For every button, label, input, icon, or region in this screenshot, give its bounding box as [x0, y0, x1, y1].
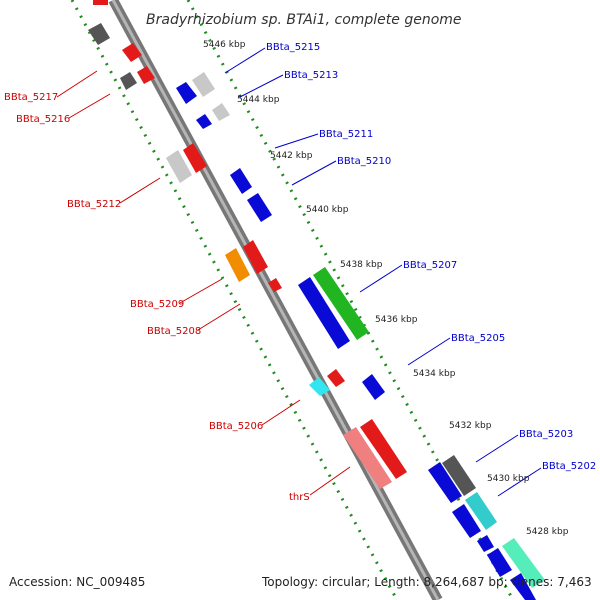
gene-bbta-5206[interactable]: [327, 369, 345, 387]
scale-label: 5430 kbp: [487, 474, 530, 484]
scale-label: 5434 kbp: [413, 369, 456, 379]
scale-label: 5442 kbp: [270, 151, 313, 161]
gene-bbta-5202[interactable]: [465, 492, 497, 530]
gene-bottom-blue-1[interactable]: [487, 548, 512, 577]
gene-red-1[interactable]: [122, 43, 142, 62]
gene-label-bbta-5212[interactable]: BBta_5212: [67, 199, 121, 210]
gene-label-bbta-5206[interactable]: BBta_5206: [209, 421, 263, 432]
forward-leaders: [224, 47, 542, 497]
scale-label: 5428 kbp: [526, 527, 569, 537]
gene-thrs[interactable]: [360, 419, 407, 479]
gene-bbta-5208[interactable]: [268, 278, 282, 292]
gene-bbta-5205[interactable]: [362, 374, 385, 400]
gene-bbta-5209-orange[interactable]: [225, 248, 250, 282]
scale-label: 5440 kbp: [306, 205, 349, 215]
gene-bbta-5206-cyan[interactable]: [309, 377, 330, 396]
gene-label-bbta-5208[interactable]: BBta_5208: [147, 326, 201, 337]
map-title: Bradyrhizobium sp. BTAi1, complete genom…: [146, 12, 462, 28]
gene-small-blue[interactable]: [477, 535, 494, 552]
gene-bbta-5202-blue[interactable]: [452, 504, 481, 538]
gene-label-thrs[interactable]: thrS: [289, 492, 310, 503]
gene-bottom-blue-2[interactable]: [510, 573, 536, 600]
gene-label-bbta-5205[interactable]: BBta_5205: [451, 333, 505, 344]
left-guide-line: [70, 0, 399, 600]
gene-bbta-5207-blue[interactable]: [298, 277, 350, 349]
gene-label-bbta-5216[interactable]: BBta_5216: [16, 114, 70, 125]
gene-red-2[interactable]: [137, 66, 155, 84]
scale-label: 5444 kbp: [237, 95, 280, 105]
right-guide-line: [186, 0, 515, 600]
gene-top-red[interactable]: [93, 0, 108, 5]
gene-label-bbta-5210[interactable]: BBta_5210: [337, 156, 391, 167]
gene-dark-1[interactable]: [88, 23, 110, 45]
gene-label-bbta-5215[interactable]: BBta_5215: [266, 42, 320, 53]
gene-grey-1[interactable]: [192, 72, 215, 97]
scale-label: 5438 kbp: [340, 260, 383, 270]
gene-bbta-5210[interactable]: [247, 193, 272, 222]
gene-bbta-5212[interactable]: [183, 143, 207, 173]
gene-bbta-5209[interactable]: [243, 240, 268, 274]
topology-text: Topology: circular; Length: 8,264,687 bp…: [261, 575, 592, 589]
accession-text: Accession: NC_009485: [9, 575, 145, 589]
scale-label: 5436 kbp: [375, 315, 418, 325]
gene-bbta-5215[interactable]: [176, 82, 197, 104]
gene-thrs-light[interactable]: [343, 427, 392, 489]
gene-label-bbta-5217[interactable]: BBta_5217: [4, 92, 58, 103]
scale-label: 5432 kbp: [449, 421, 492, 431]
gene-bbta-5207[interactable]: [313, 267, 369, 340]
gene-label-bbta-5211[interactable]: BBta_5211: [319, 129, 373, 140]
gene-dark-2[interactable]: [120, 72, 137, 90]
gene-label-bbta-5209[interactable]: BBta_5209: [130, 299, 184, 310]
scale-label: 5446 kbp: [203, 40, 246, 50]
gene-bbta-5203-blue[interactable]: [428, 462, 462, 503]
gene-label-bbta-5207[interactable]: BBta_5207: [403, 260, 457, 271]
gene-bbta-5213[interactable]: [196, 114, 212, 129]
gene-bottom-mint[interactable]: [502, 538, 545, 588]
reverse-leaders: [56, 70, 351, 496]
gene-bbta-5203[interactable]: [442, 455, 476, 496]
gene-bbta-5212-grey[interactable]: [166, 150, 192, 183]
gene-bbta-5211[interactable]: [230, 168, 252, 194]
gene-label-bbta-5202[interactable]: BBta_5202: [542, 461, 596, 472]
gene-label-bbta-5203[interactable]: BBta_5203: [519, 429, 573, 440]
gene-label-bbta-5213[interactable]: BBta_5213: [284, 70, 338, 81]
gene-grey-2[interactable]: [212, 103, 230, 121]
